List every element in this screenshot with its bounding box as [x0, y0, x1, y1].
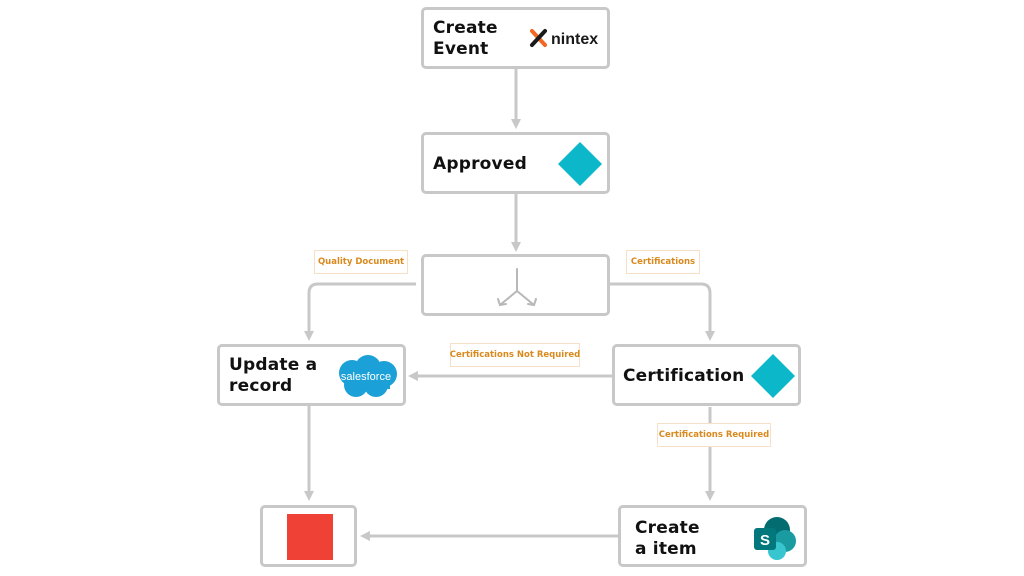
- salesforce-wordmark: salesforce: [341, 371, 391, 383]
- stop-icon: [287, 514, 333, 560]
- edge-label-certifications: Certifications: [626, 250, 700, 274]
- node-create-item-label: Create a item: [635, 518, 700, 559]
- sharepoint-logo-icon: S: [751, 516, 799, 562]
- salesforce-logo-icon: salesforce: [332, 353, 400, 401]
- diamond-icon: [557, 141, 603, 187]
- sharepoint-letter: S: [760, 532, 770, 549]
- edge-label-certifications-not-required: Certifications Not Required: [450, 343, 580, 367]
- node-approved-label: Approved: [433, 154, 527, 174]
- node-create-event[interactable]: Create Event nintex: [421, 7, 610, 69]
- edge-label-certifications-required: Certifications Required: [657, 423, 771, 447]
- node-branch[interactable]: [421, 254, 610, 316]
- node-create-item[interactable]: Create a item S: [618, 505, 807, 567]
- nintex-logo-icon: nintex: [527, 26, 607, 50]
- node-end[interactable]: [260, 505, 357, 567]
- branch-icon: [494, 267, 540, 309]
- nintex-wordmark: nintex: [551, 31, 598, 48]
- node-certification-label: Certification: [623, 366, 745, 386]
- node-update-record[interactable]: Update a record salesforce: [217, 344, 406, 406]
- edge-branch-to-update: [304, 282, 416, 341]
- node-certification[interactable]: Certification: [612, 344, 801, 406]
- node-approved[interactable]: Approved: [421, 132, 610, 194]
- node-update-record-label: Update a record: [229, 355, 318, 396]
- diamond-icon: [750, 353, 796, 399]
- edge-label-quality-document: Quality Document: [314, 250, 408, 274]
- edge-branch-to-certification: [610, 282, 715, 341]
- node-create-event-label: Create Event: [433, 18, 498, 59]
